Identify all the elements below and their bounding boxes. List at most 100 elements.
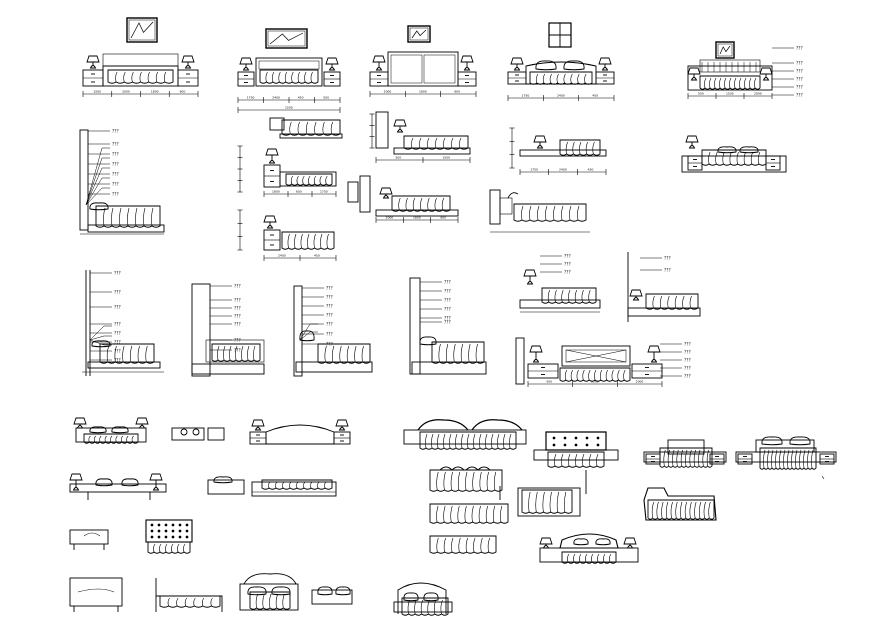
callout-label: ???: [664, 256, 671, 261]
dimension-label: 1800: [151, 90, 159, 94]
callout-label: ???: [234, 306, 241, 311]
bed-front-7: [69, 473, 167, 500]
elevation-6: [681, 135, 787, 173]
dimension-label: 2000: [386, 216, 394, 220]
dimension-label: 2000: [636, 380, 644, 384]
dimension-label: 2400: [557, 94, 565, 98]
callout-label: ???: [112, 192, 119, 197]
dimension-label: 1750: [522, 94, 530, 98]
bed-side-dark: [643, 487, 717, 521]
desk-front: [171, 427, 225, 441]
callout-label: ???: [444, 298, 451, 303]
dimension-label: 1500: [285, 106, 293, 110]
dimension-label: 2000: [754, 92, 762, 96]
callout-label: ???: [326, 286, 333, 291]
pillows-pair: [311, 586, 353, 605]
callout-label: ???: [234, 314, 241, 319]
bed-section-curtain: [517, 470, 587, 517]
callout-label: ???: [796, 61, 803, 66]
dimension-label: 1800: [419, 90, 427, 94]
dimension-label: 1750: [320, 190, 328, 194]
callout-label: ???: [444, 320, 451, 325]
callout-label: ???: [114, 340, 121, 345]
callout-label: ???: [796, 77, 803, 82]
callout-label: ???: [112, 129, 119, 134]
section-tall-3: ?????????????????????: [191, 284, 265, 377]
section-tall-1: ?????????????????????: [79, 129, 165, 235]
callout-label: ???: [114, 349, 121, 354]
callout-label: ???: [326, 332, 333, 337]
bed-front-8: [69, 529, 109, 550]
dimension-label: 500: [323, 96, 329, 100]
callout-label: ???: [444, 280, 451, 285]
section-tall-4: ?????????????????????: [293, 286, 373, 377]
bed-front-3: [403, 419, 527, 450]
dimension-label: 600: [440, 216, 446, 220]
callout-label: ???: [234, 298, 241, 303]
dimension-label: 450: [588, 168, 594, 172]
callout-label: ???: [326, 322, 333, 327]
callout-label: ???: [112, 152, 119, 157]
callout-label: ???: [796, 93, 803, 98]
dimension-label: 1500: [93, 90, 101, 94]
bed-front-10: [539, 533, 639, 564]
dimension-label: 600: [180, 90, 186, 94]
dimension-label: 500: [546, 380, 552, 384]
dimension-label: 500: [396, 156, 402, 160]
bed-front-13: [393, 582, 453, 616]
section-lamp-1: ?????????: [519, 254, 601, 313]
section-tall-2: ????????????????????????: [82, 270, 164, 376]
callout-label: ???: [684, 358, 691, 363]
bed-front-11: [69, 577, 123, 612]
dimension-label: 2400: [278, 254, 286, 258]
dimension-label: 1500: [591, 380, 599, 384]
elevation-1: 1500 2000 1800 600: [82, 17, 199, 97]
bed-front-9: [145, 519, 193, 554]
section-bed-side-4: [489, 189, 590, 233]
callout-label: ???: [444, 316, 451, 321]
dimension-label: 2000: [122, 90, 130, 94]
callout-label: ???: [684, 366, 691, 371]
section-lamp-2: ??????: [627, 252, 701, 322]
dimension-label: 1750: [247, 96, 255, 100]
dimension-label: 1800: [272, 190, 280, 194]
callout-label: ???: [112, 162, 119, 167]
callout-label: ???: [444, 289, 451, 294]
stray-marks: [821, 475, 825, 480]
callout-label: ???: [796, 69, 803, 74]
section-small-1: [269, 117, 343, 139]
callout-label: ???: [114, 305, 121, 310]
bed-front-4: [533, 431, 619, 468]
callout-label: ???: [796, 46, 803, 51]
dimension-label: 500: [698, 92, 704, 96]
callout-label: ???: [796, 85, 803, 90]
dimension-label: 600: [454, 90, 460, 94]
callout-label: ???: [114, 331, 121, 336]
callout-label: ???: [112, 182, 119, 187]
bed-front-5: [643, 439, 727, 468]
callout-label: ???: [326, 313, 333, 318]
callout-label: ???: [326, 304, 333, 309]
callout-label: ???: [564, 270, 571, 275]
draped-tables: [429, 466, 509, 554]
callout-label: ???: [114, 322, 121, 327]
callout-label: ???: [664, 268, 671, 273]
section-tall-5: ??????????????????: [409, 277, 487, 375]
bed-front-6: [735, 436, 837, 470]
dimension-label: 450: [314, 254, 320, 258]
callout-label: ???: [234, 284, 241, 289]
bed-front-1: [73, 417, 149, 444]
callout-label: ???: [112, 142, 119, 147]
bed-front-12: [239, 573, 299, 611]
elevation-5: ?????????????????? 500 1500 2000: [687, 41, 803, 99]
dimension-label: 1500: [726, 92, 734, 96]
bed-side-low: [207, 476, 337, 497]
